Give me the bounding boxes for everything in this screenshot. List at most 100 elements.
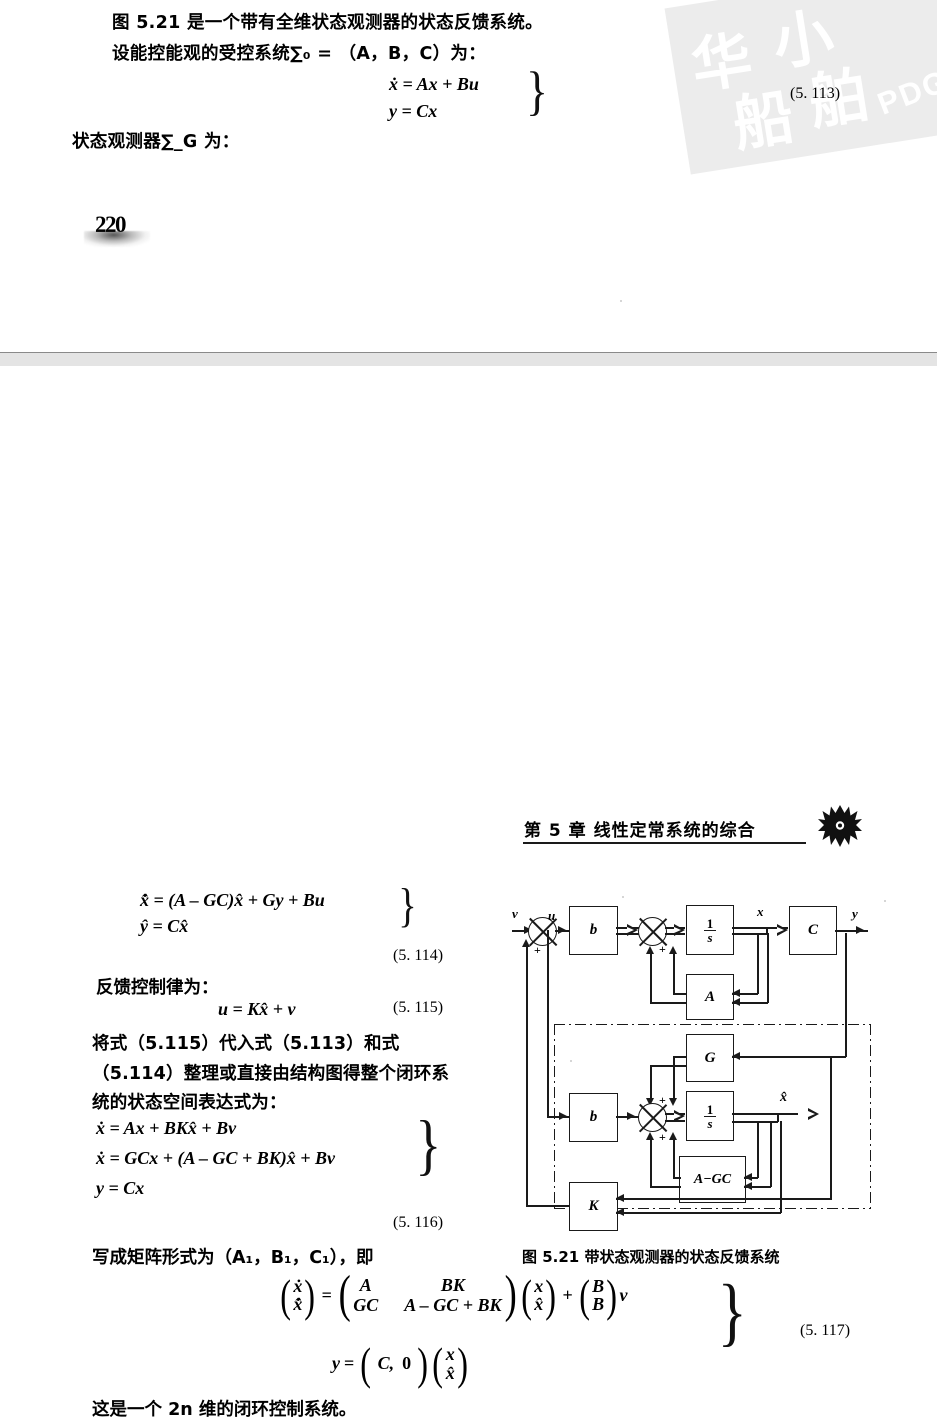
equation-113-line-1: ẋ = Ax + Bu <box>389 74 479 94</box>
scan-fragment-top: 华 小 船 舶 PDG 图 5.21 是一个带有全维状态观测器的状态反馈系统。 … <box>0 0 937 352</box>
scan-fragment-bottom: 第 5 章 线性定常系统的综合 x̂̇ = (A – GC)x̂ + Gy + … <box>0 366 937 1420</box>
scan-speck <box>622 896 624 898</box>
matrix-cell-22: A – GC + BK <box>404 1295 502 1316</box>
equation-116-line-1: ẋ = Ax + BKx̂ + Bv <box>96 1118 237 1138</box>
paren-open-matrix: ( <box>338 1266 351 1323</box>
equation-115-number: (5. 115) <box>393 999 444 1016</box>
arrowhead-A-to-sum2-b <box>646 946 654 954</box>
integrator-bottom-numerator: 1 <box>703 1103 717 1117</box>
summing-junction-3 <box>638 1103 667 1132</box>
figure-caption: 图 5.21 带状态观测器的状态反馈系统 <box>522 1248 780 1266</box>
watermark-char-3: 船 <box>728 82 799 161</box>
running-header-rule <box>523 842 806 844</box>
equation-113-brace: } <box>525 61 548 121</box>
paren-open-rowvec: ( <box>360 1338 372 1389</box>
arrowhead-A-to-sum2-a <box>669 946 677 954</box>
arrowhead-K-to-sum1 <box>522 939 530 947</box>
wire-G-down-b <box>650 1065 652 1101</box>
wire-u-tap-down <box>547 930 549 1117</box>
arrowhead-sum2-int <box>674 924 685 936</box>
equation-114-line-2: ŷ = Cx̂ <box>140 916 189 936</box>
wire-xhat-a <box>732 1113 798 1115</box>
arrowhead-b-bottom-sum3 <box>627 1112 635 1120</box>
paren-close-lhs: ) <box>304 1269 316 1321</box>
output-state-vector: x x̂ <box>445 1343 455 1383</box>
sum1-plus-sign: + <box>534 943 541 957</box>
arrowhead-u-into-b-bottom <box>559 1112 567 1120</box>
wire-A-out-a <box>673 993 687 995</box>
out-state-row-2: x̂ <box>445 1362 455 1383</box>
arrowhead-x-into-A-b <box>732 998 740 1006</box>
paren-close-input: ) <box>606 1269 618 1321</box>
wire-x-a <box>732 927 788 929</box>
system-matrix: A BK GC A – GC + BK <box>353 1275 501 1316</box>
matrix-cell-11: A <box>359 1274 372 1295</box>
input-matrix: B B <box>592 1276 604 1315</box>
paragraph-line-1: 将式（5.115）代入式（5.113）和式 <box>92 1034 400 1054</box>
wire-xhat-to-K-b <box>616 1212 781 1214</box>
arrowhead-sum3-int <box>674 1110 685 1122</box>
block-K: K <box>569 1182 618 1231</box>
wire-A-up-b <box>650 952 652 1003</box>
equals-sign: = <box>321 1284 332 1305</box>
paren-open-lhs: ( <box>280 1269 292 1321</box>
watermark-pdg-tag: PDG <box>872 62 937 122</box>
summing-junction-2 <box>638 917 667 946</box>
paren-open-input: ( <box>579 1269 590 1321</box>
wire-K-riser <box>526 945 528 1206</box>
lhs-state-derivative-vector: ẋ x̂̇ <box>293 1275 303 1315</box>
signal-label-v: v <box>512 906 518 921</box>
lhs-row-1: ẋ <box>293 1275 303 1296</box>
paren-close-matrix: ) <box>504 1266 517 1323</box>
plus-sign: + <box>562 1284 573 1305</box>
wire-x-join <box>766 927 768 934</box>
arrowhead-u <box>558 926 566 934</box>
wire-x-to-A-b <box>732 1002 768 1004</box>
equation-116-line-2: ẋ = GCx + (A – GC + BK)x̂ + Bv <box>96 1148 336 1168</box>
equation-114-brace: } <box>398 879 417 932</box>
equation-116-line-3: y = Cx <box>96 1178 145 1198</box>
equation-113-line-2: y = Cx <box>389 101 438 121</box>
block-A: A <box>686 974 734 1020</box>
paren-close-state: ) <box>545 1269 557 1321</box>
paragraph-line-2: （5.114）整理或直接由结构图得整个闭环系 <box>92 1064 450 1084</box>
wire-xhat-to-K-riser <box>830 1056 832 1199</box>
wire-v-in <box>512 930 526 932</box>
out-state-row-1: x <box>445 1343 455 1364</box>
wire-xhat-tap-a <box>757 1121 759 1178</box>
state-row-1: x <box>534 1275 544 1296</box>
block-diagram-figure-5-21: v + u b + <box>512 890 937 1235</box>
equation-116-brace: } <box>415 1106 442 1182</box>
integrator-top-denominator: s <box>707 929 713 945</box>
block-G: G <box>686 1034 734 1082</box>
signal-label-y: y <box>852 906 858 921</box>
output-equals: = <box>344 1353 355 1374</box>
row-vector-c: C, <box>377 1353 395 1374</box>
paragraph-line-3: 统的状态空间表达式为： <box>92 1093 287 1113</box>
wire-xhat-to-K-riser-b <box>780 1121 782 1213</box>
wire-x-tap-down-b <box>767 933 769 1003</box>
arrowhead-xhat-out <box>808 1108 819 1120</box>
block-b-bottom: b <box>569 1093 618 1142</box>
scan-smudge <box>84 231 150 247</box>
scan-speck <box>620 300 622 302</box>
wire-K-out <box>526 1205 570 1207</box>
scan-speck <box>884 900 886 902</box>
paren-open-outstate: ( <box>432 1338 444 1389</box>
arrowhead-AGC-to-sum3-b <box>646 1132 654 1140</box>
wire-xhat-to-K-a <box>616 1198 832 1200</box>
matrix-form-label: 写成矩阵形式为（A₁，B₁，C₁），即 <box>92 1248 374 1268</box>
arrowhead-b-sum2 <box>627 924 638 936</box>
state-vector: x x̂ <box>534 1275 544 1315</box>
scanned-document-page: 华 小 船 舶 PDG 图 5.21 是一个带有全维状态观测器的状态反馈系统。 … <box>0 0 937 1066</box>
integrator-top-numerator: 1 <box>703 917 717 931</box>
wire-AGC-up-a <box>673 1138 675 1178</box>
equation-117-brace: } <box>717 1270 747 1354</box>
lhs-row-2: x̂̇ <box>293 1294 303 1315</box>
block-integrator-bottom: 1 s <box>686 1091 734 1141</box>
wire-G-down-a <box>673 1056 675 1101</box>
row-vector-zero: 0 <box>402 1353 412 1374</box>
integrator-bottom-denominator: s <box>707 1115 713 1131</box>
output-lhs: y <box>332 1353 340 1374</box>
paren-close-rowvec: ) <box>417 1338 429 1389</box>
